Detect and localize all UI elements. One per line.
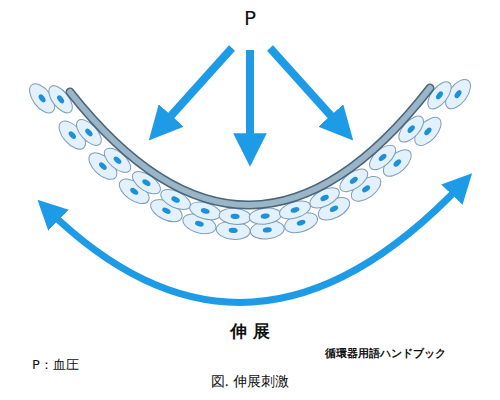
cell-nucleus — [349, 176, 359, 185]
cell-nucleus — [319, 194, 329, 203]
stretch-arrow — [48, 184, 462, 302]
cell-nucleus — [378, 152, 388, 162]
cell-nucleus — [112, 155, 122, 165]
cell-nucleus — [329, 204, 339, 213]
cell-nucleus — [423, 126, 433, 136]
pressure-arrows — [160, 48, 342, 150]
cell-nucleus — [263, 227, 273, 233]
legend-note: P：血圧 — [32, 356, 79, 374]
cell-nucleus — [98, 161, 108, 171]
cell-nucleus — [67, 130, 77, 140]
cell-nucleus — [435, 90, 445, 100]
pressure-arrow — [270, 48, 342, 128]
source-watermark: 循環器用語ハンドブック — [325, 346, 446, 361]
cell-nucleus — [129, 187, 139, 196]
cell-nucleus — [406, 124, 416, 134]
cell — [218, 207, 251, 226]
cell-body — [218, 207, 251, 226]
cell-nucleus — [453, 89, 463, 99]
cell-nucleus — [84, 127, 94, 137]
cell-nucleus — [141, 178, 151, 187]
cell-nucleus — [296, 219, 306, 227]
cell-nucleus — [37, 93, 47, 103]
cell-nucleus — [194, 220, 204, 228]
cell-nucleus — [170, 195, 180, 204]
cell-nucleus — [392, 158, 402, 168]
cell-nucleus — [228, 227, 237, 233]
cell-nucleus — [200, 207, 210, 214]
pressure-arrow — [160, 48, 232, 128]
pressure-symbol: P — [244, 6, 256, 30]
cell-nucleus — [290, 206, 300, 214]
cell-nucleus — [161, 206, 171, 215]
cell-nucleus — [260, 213, 270, 219]
cell-nucleus — [230, 213, 239, 219]
pressure-arrow — [246, 50, 254, 150]
figure-caption: 図. 伸展刺激 — [211, 373, 290, 391]
cell-nucleus — [361, 184, 371, 193]
cell-nucleus — [56, 94, 66, 104]
stretch-label: 伸 展 — [230, 320, 270, 343]
